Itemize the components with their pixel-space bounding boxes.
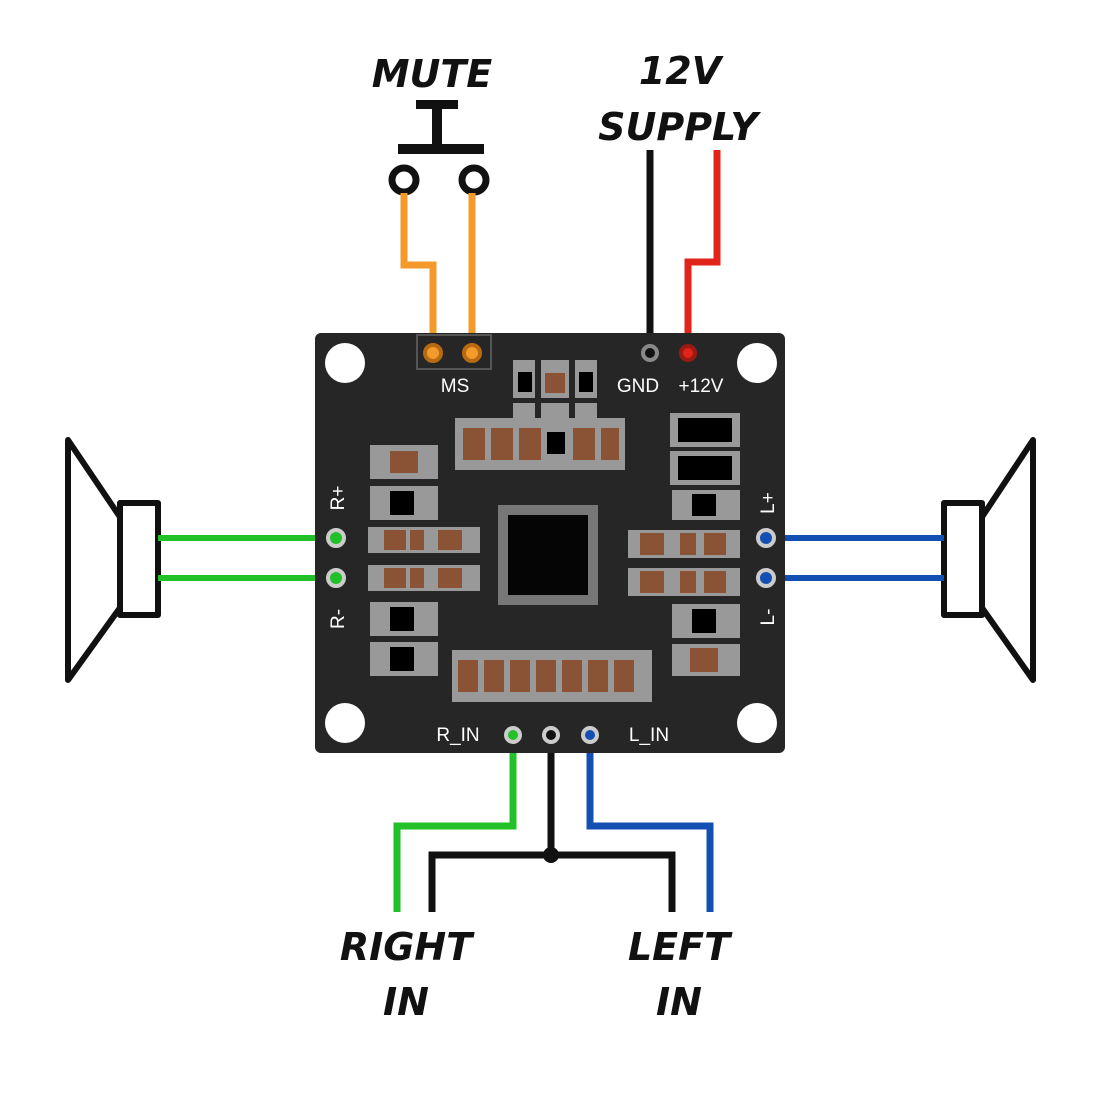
left-input-wire: [586, 735, 714, 912]
r-minus-label: R-: [328, 609, 349, 629]
gnd-label: GND: [617, 376, 659, 397]
mounting-hole-tl: [325, 343, 365, 383]
mounting-hole-tr: [737, 343, 777, 383]
left-input-label: LEFT: [628, 925, 733, 969]
board-pins: [326, 343, 776, 744]
right-speaker-icon: [65, 437, 161, 683]
mute-button-icon: [388, 100, 490, 196]
left-speaker-wires: [765, 535, 944, 581]
right-speaker-wires: [158, 535, 338, 581]
l-in-label: L_IN: [629, 725, 669, 746]
supply-voltage-label: 12V: [639, 49, 724, 93]
mounting-hole-br: [737, 703, 777, 743]
right-input-sub-label: IN: [383, 980, 429, 1024]
left-input-sub-label: IN: [656, 980, 702, 1024]
left-speaker-icon: [941, 437, 1036, 683]
mute-wires: [400, 193, 476, 352]
components: [368, 360, 740, 702]
r-plus-label: R+: [328, 486, 349, 511]
ms-label: MS: [441, 376, 470, 397]
r-in-label: R_IN: [436, 725, 479, 746]
amplifier-board: MS GND +12V R_IN L_IN R+ R- L+ L-: [315, 333, 785, 753]
ground-junction: [543, 847, 559, 863]
plus12v-label: +12V: [679, 376, 724, 397]
right-input-label: RIGHT: [340, 925, 475, 969]
mounting-hole-bl: [325, 703, 365, 743]
l-minus-label: L-: [758, 609, 779, 626]
l-plus-label: L+: [758, 492, 779, 514]
supply-label: SUPPLY: [598, 105, 761, 149]
right-input-wire: [393, 735, 517, 912]
vcc-wire: [684, 150, 721, 352]
mute-label: MUTE: [372, 52, 493, 96]
